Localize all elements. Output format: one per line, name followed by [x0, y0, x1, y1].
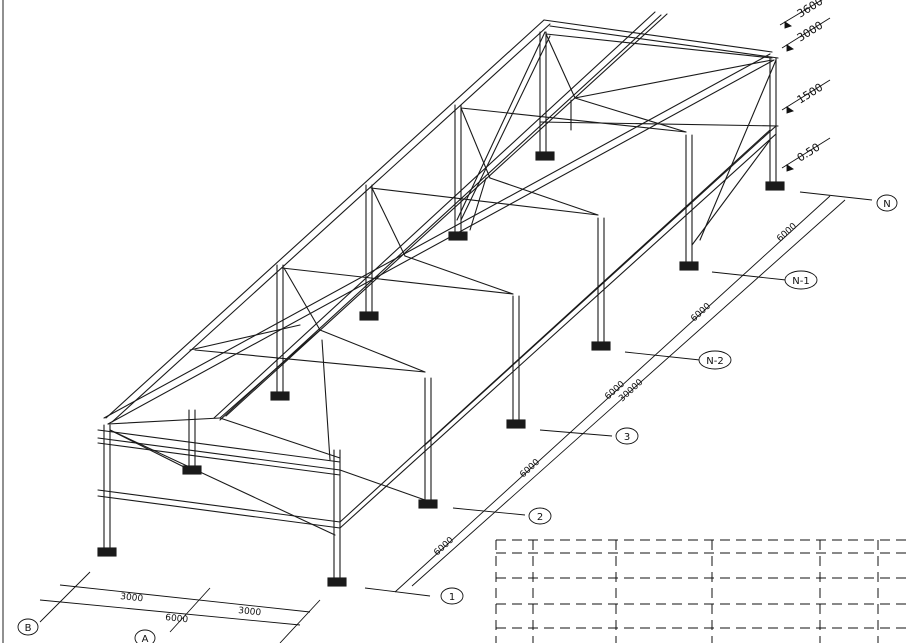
- transverse-trusses: [107, 33, 773, 471]
- longitudinal-dimension-lines: [364, 191, 873, 597]
- elevation-label-1: 3600: [795, 0, 826, 21]
- top-chords: [97, 19, 779, 463]
- total-width-dimension: 6000: [165, 613, 189, 625]
- axis-label-a: A: [142, 634, 149, 643]
- axis-label-1: 1: [449, 592, 455, 603]
- elevation-label-2: 3000: [795, 19, 826, 45]
- axis-label-b: B: [25, 623, 32, 634]
- axis-bubbles-longitudinal: [440, 194, 898, 605]
- axis-label-2: 2: [537, 512, 543, 523]
- elevation-markers: [779, 0, 831, 172]
- bay-spacing-1: 6000: [432, 535, 456, 558]
- axis-label-n-1: N-1: [792, 276, 809, 287]
- width-part-1: 3000: [120, 592, 144, 604]
- transverse-dimension-lines: [39, 571, 321, 643]
- diagonal-bracing: [109, 31, 777, 536]
- title-block: [495, 539, 910, 643]
- ridge-beams: [213, 11, 668, 421]
- axis-label-n-2: N-2: [706, 356, 723, 367]
- axis-label-3: 3: [624, 432, 630, 443]
- base-plates: [97, 151, 785, 587]
- axis-label-n: N: [883, 199, 890, 210]
- bay-spacing-5: 6000: [775, 221, 799, 244]
- width-part-2: 3000: [238, 606, 262, 618]
- front-columns: [103, 57, 777, 583]
- axis-bubbles-transverse: [17, 618, 156, 643]
- elevation-label-4: 0.50: [795, 141, 823, 165]
- steel-frame: [97, 11, 785, 587]
- elevation-label-3: 1500: [795, 81, 826, 107]
